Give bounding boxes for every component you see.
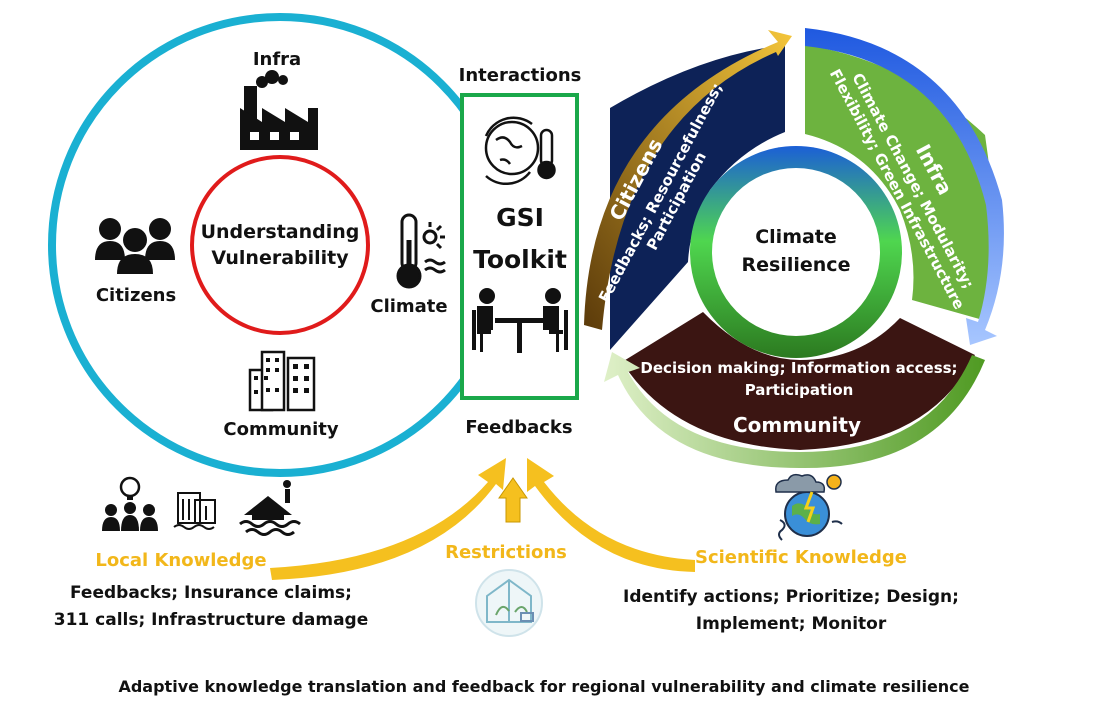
scientific-line2: Implement; Monitor bbox=[696, 614, 887, 634]
local-knowledge-title: Local Knowledge bbox=[95, 550, 266, 571]
diagram-caption: Adaptive knowledge translation and feedb… bbox=[118, 677, 969, 696]
toolkit-label: Toolkit bbox=[473, 245, 567, 274]
storm-earth-icon bbox=[775, 473, 843, 541]
scientific-knowledge-title: Scientific Knowledge bbox=[695, 547, 907, 568]
climate-resilience-line1: Climate bbox=[755, 226, 837, 248]
local-knowledge-line1: Feedbacks; Insurance claims; bbox=[70, 583, 352, 603]
community-segment-desc1: Decision making; Information access; bbox=[640, 359, 957, 377]
gsi-label: GSI bbox=[496, 203, 544, 232]
infra-cycle-arrow bbox=[805, 28, 1004, 345]
restrictions-title: Restrictions bbox=[445, 542, 567, 563]
feedbacks-label: Feedbacks bbox=[465, 417, 572, 438]
globe-thermometer-icon bbox=[484, 116, 556, 186]
scientific-knowledge-arrow bbox=[527, 458, 695, 572]
idea-people-icon bbox=[102, 476, 158, 531]
flooded-house-icon bbox=[239, 480, 301, 536]
thermometer-sun-icon bbox=[396, 213, 446, 289]
understanding-label: Understanding bbox=[201, 221, 360, 243]
community-segment-desc2: Participation bbox=[745, 381, 854, 399]
citizens-label: Citizens bbox=[96, 285, 176, 306]
citizens-segment bbox=[610, 45, 785, 350]
citizens-group-icon bbox=[95, 218, 175, 274]
community-label: Community bbox=[223, 419, 338, 440]
citizens-cycle-arrow bbox=[584, 30, 792, 330]
inner-vulnerability-circle bbox=[190, 155, 370, 335]
local-knowledge-line2: 311 calls; Infrastructure damage bbox=[54, 610, 369, 630]
community-segment-title: Community bbox=[733, 413, 861, 437]
community-segment bbox=[622, 312, 975, 450]
restrictions-arrow bbox=[498, 477, 528, 523]
community-cycle-arrow bbox=[604, 352, 985, 469]
meeting-people-icon bbox=[472, 288, 568, 353]
resilience-center bbox=[712, 168, 880, 336]
climate-resilience-line2: Resilience bbox=[742, 254, 851, 276]
flooded-buildings-icon bbox=[173, 492, 216, 530]
local-knowledge-arrow bbox=[270, 458, 506, 580]
interactions-label: Interactions bbox=[459, 65, 582, 86]
greenhouse-plant-icon bbox=[475, 569, 543, 637]
infra-label: Infra bbox=[253, 49, 301, 70]
vulnerability-label: Vulnerability bbox=[211, 247, 349, 269]
climate-label: Climate bbox=[370, 296, 447, 317]
scientific-line1: Identify actions; Prioritize; Design; bbox=[623, 587, 959, 607]
buildings-icon bbox=[248, 350, 316, 412]
factory-icon bbox=[240, 70, 318, 150]
